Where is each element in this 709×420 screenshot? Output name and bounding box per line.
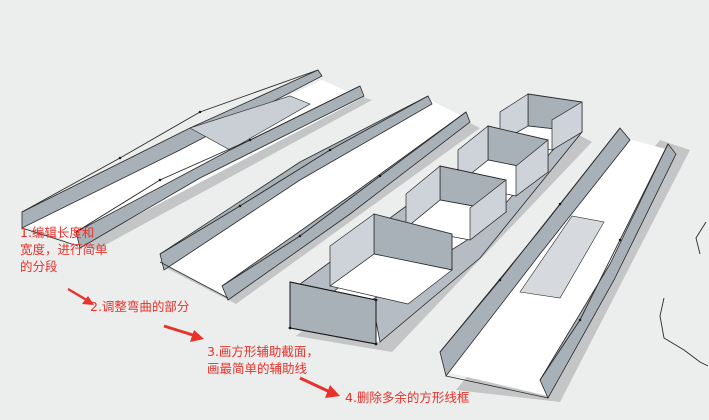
edge-line: [695, 221, 707, 255]
edge-line: [21, 69, 319, 213]
annotation-line: 4.删除多余的方形线框: [345, 390, 470, 405]
arrow-step1: [67, 287, 94, 305]
edge-line: [21, 227, 79, 247]
annotation-line: 1.编辑长度和: [20, 225, 95, 240]
annotation-line: 宽度，进行简单: [20, 242, 108, 257]
annotation-line: 的分段: [20, 259, 58, 274]
box-side: [469, 179, 507, 241]
edge-line: [445, 375, 549, 399]
edge-line: [288, 281, 378, 346]
box-side: [329, 213, 375, 287]
box-side: [515, 139, 549, 197]
edge-line: [75, 85, 361, 233]
annotation-line: 2.调整弯曲的部分: [90, 299, 190, 314]
model-stage-2[interactable]: [159, 95, 480, 304]
annotation-line: 3.画方形辅助截面，: [207, 344, 319, 359]
arrow-step2: [163, 324, 204, 342]
arrow-step3: [299, 376, 340, 398]
model-stage-1[interactable]: [21, 69, 372, 250]
edge-line: [439, 127, 621, 353]
annotation-step-4: 4.删除多余的方形线框: [345, 389, 469, 406]
annotation-step-2: 2.调整弯曲的部分: [90, 298, 189, 315]
edge-line: [159, 261, 229, 299]
edge-line: [659, 297, 709, 367]
edge-line: [159, 95, 429, 255]
box-side: [551, 101, 583, 151]
model-stage-4[interactable]: [439, 127, 690, 402]
guide-lines: [659, 221, 709, 367]
edge-line: [539, 143, 669, 381]
box-side: [457, 125, 489, 185]
annotation-step-3: 3.画方形辅助截面， 画最简单的辅助线: [207, 343, 319, 377]
annotation-line: 画最简单的辅助线: [207, 361, 308, 376]
edge-line: [221, 111, 467, 287]
red-arrow-icon: [325, 385, 340, 398]
red-arrow-icon: [190, 330, 204, 342]
model-stage-3[interactable]: [288, 93, 592, 352]
annotation-step-1: 1.编辑长度和 宽度，进行简单 的分段: [20, 224, 108, 275]
box-side: [405, 165, 441, 229]
red-arrow-icon: [82, 296, 94, 305]
